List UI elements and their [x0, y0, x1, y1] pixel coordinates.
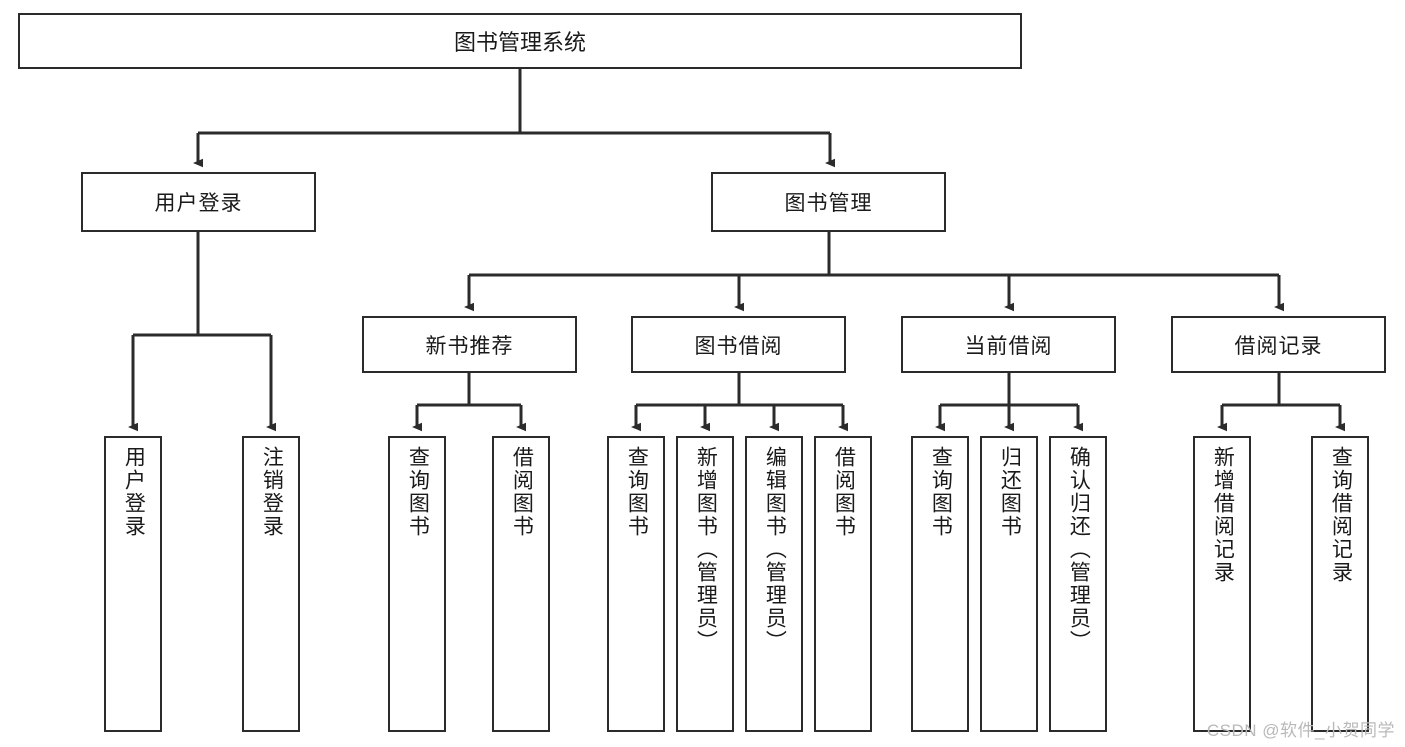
- node-user-login-label: 用户登录: [154, 192, 243, 215]
- leaf-user-login-logout[interactable]: 注销登录: [242, 436, 300, 732]
- leaf-label: 用户登录: [122, 446, 146, 538]
- leaf-label: 查询图书: [929, 446, 953, 538]
- node-book-management-label: 图书管理: [784, 192, 873, 215]
- leaf-new-book-borrow[interactable]: 借阅图书: [492, 436, 550, 732]
- node-book-management[interactable]: 图书管理: [711, 172, 946, 232]
- leaf-current-confirm-return[interactable]: 确认归还（管理员）: [1049, 436, 1107, 732]
- node-current-borrow-label: 当前借阅: [964, 334, 1053, 358]
- node-root-label: 图书管理系统: [453, 30, 586, 55]
- leaf-borrow-edit-book[interactable]: 编辑图书（管理员）: [745, 436, 803, 732]
- leaf-label: 查询图书: [406, 446, 430, 538]
- leaf-label: 借阅图书: [510, 446, 534, 538]
- leaf-current-query-book[interactable]: 查询图书: [911, 436, 969, 732]
- leaf-user-login-login[interactable]: 用户登录: [104, 436, 162, 732]
- leaf-borrow-add-book[interactable]: 新增图书（管理员）: [676, 436, 734, 732]
- node-book-borrow-label: 图书借阅: [694, 334, 783, 358]
- leaf-label: 新增借阅记录: [1211, 446, 1235, 584]
- leaf-records-query-record[interactable]: 查询借阅记录: [1311, 436, 1369, 732]
- leaf-borrow-borrow-book[interactable]: 借阅图书: [814, 436, 872, 732]
- leaf-label: 注销登录: [260, 446, 284, 538]
- leaf-label: 新增图书（管理员）: [694, 446, 718, 653]
- leaf-label: 查询借阅记录: [1329, 446, 1353, 584]
- node-current-borrow[interactable]: 当前借阅: [901, 316, 1116, 373]
- leaf-current-return-book[interactable]: 归还图书: [980, 436, 1038, 732]
- node-borrow-records-label: 借阅记录: [1234, 334, 1323, 358]
- leaf-label: 归还图书: [998, 446, 1022, 538]
- node-book-borrow[interactable]: 图书借阅: [631, 316, 846, 373]
- leaf-label: 借阅图书: [832, 446, 856, 538]
- leaf-borrow-query-book[interactable]: 查询图书: [607, 436, 665, 732]
- node-new-book-recommend[interactable]: 新书推荐: [362, 316, 577, 373]
- leaf-label: 编辑图书（管理员）: [763, 446, 787, 653]
- leaf-records-add-record[interactable]: 新增借阅记录: [1193, 436, 1251, 732]
- node-borrow-records[interactable]: 借阅记录: [1171, 316, 1386, 373]
- leaf-new-book-query[interactable]: 查询图书: [388, 436, 446, 732]
- node-new-book-recommend-label: 新书推荐: [425, 334, 514, 358]
- leaf-label: 查询图书: [625, 446, 649, 538]
- leaf-label: 确认归还（管理员）: [1067, 446, 1091, 653]
- node-user-login[interactable]: 用户登录: [81, 172, 316, 232]
- node-root[interactable]: 图书管理系统: [18, 13, 1022, 69]
- watermark: CSDN @软件_小贺同学: [1206, 721, 1395, 740]
